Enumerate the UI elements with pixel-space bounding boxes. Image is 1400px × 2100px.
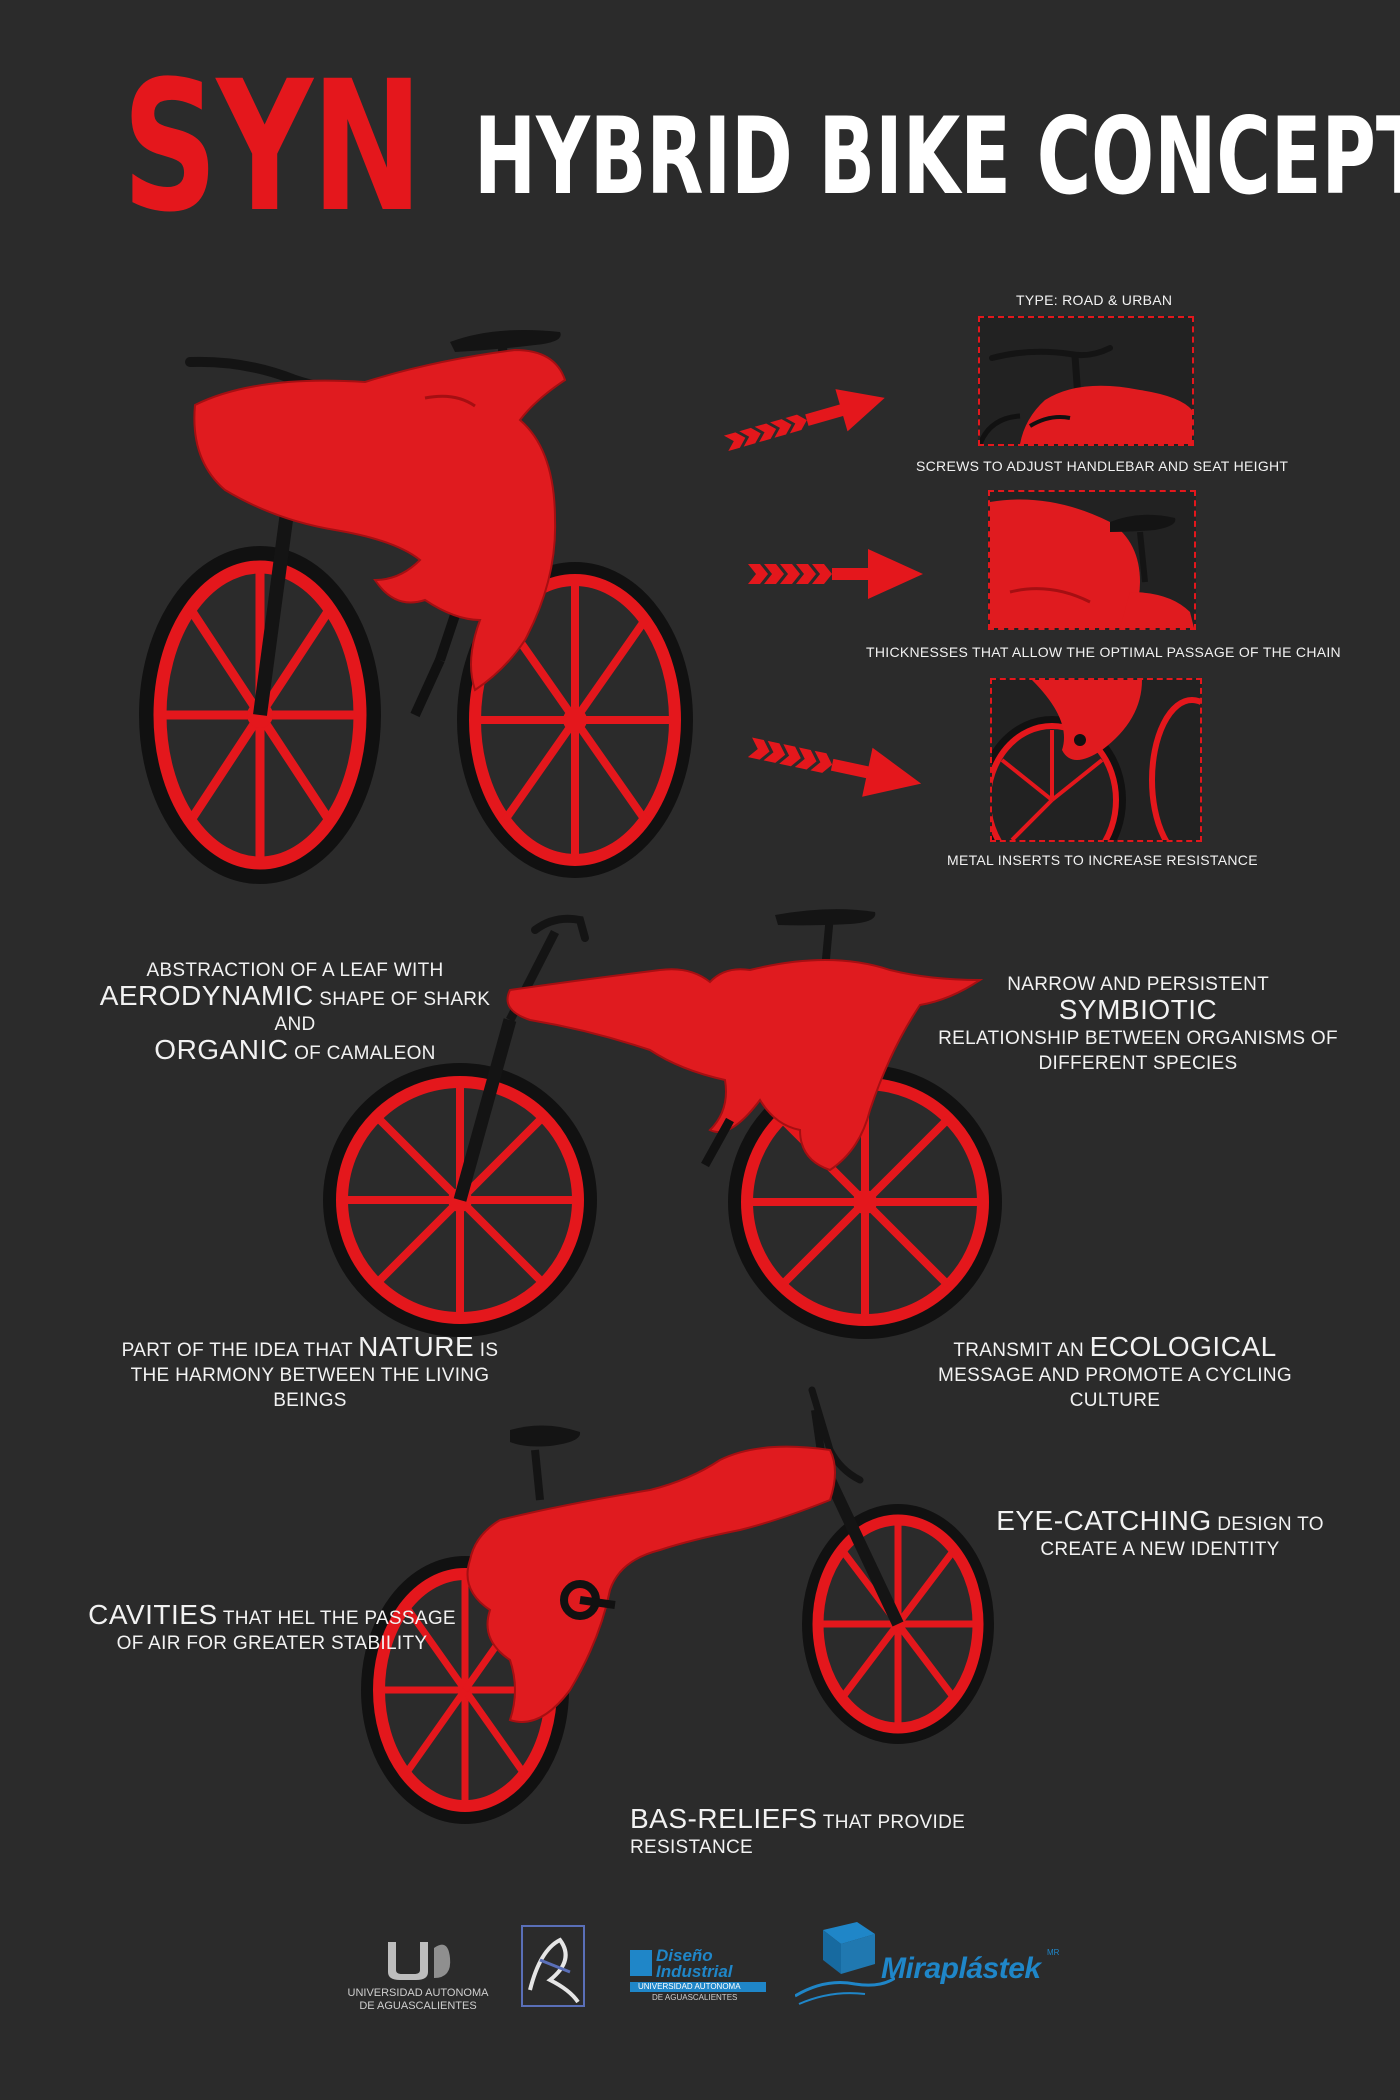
inserts-detail-illustration <box>992 680 1200 840</box>
page-title: HYBRID BIKE CONCEPT <box>474 95 1400 218</box>
note-ecological: TRANSMIT AN ECOLOGICAL MESSAGE AND PROMO… <box>938 1331 1292 1412</box>
brand-title: SYN <box>122 43 423 252</box>
front-wheel-3 <box>802 1504 994 1744</box>
detail-box-inserts <box>990 678 1202 842</box>
miraplastek-hand-icon <box>795 1922 895 2005</box>
handlebar-detail-illustration <box>980 345 1192 444</box>
uaa-text-1: UNIVERSIDAD AUTONOMA <box>347 1987 489 1999</box>
note-bas-reliefs: BAS-RELIEFS THAT PROVIDE RESISTANCE <box>630 1803 966 1859</box>
bike-illustration-front <box>139 329 693 884</box>
crank <box>410 598 465 718</box>
arrow-2 <box>748 549 923 599</box>
front-wheel-2 <box>323 1063 597 1337</box>
di-mark-icon <box>630 1950 652 1976</box>
logo-miraplastek: Miraplástek MR <box>795 1918 1075 2008</box>
detail-caption-2: THICKNESSES THAT ALLOW THE OPTIMAL PASSA… <box>866 644 1341 660</box>
detail-caption-1: SCREWS TO ADJUST HANDLEBAR AND SEAT HEIG… <box>916 458 1289 474</box>
shark-frame-2 <box>506 959 984 1172</box>
design-emblem-icon <box>521 1925 585 2007</box>
miraplastek-name: Miraplástek <box>881 1952 1041 1985</box>
note-nature: PART OF THE IDEA THAT NATURE IS THE HARM… <box>121 1331 499 1412</box>
arrow-1 <box>723 389 885 452</box>
shark-frame-3 <box>466 1445 836 1723</box>
note-cavities: CAVITIES THAT HEL THE PASSAGE OF AIR FOR… <box>88 1599 456 1655</box>
bike-illustration-side <box>323 909 1002 1339</box>
logo-diseno-industrial: Diseño Industrial UNIVERSIDAD AUTONOMA D… <box>630 1946 770 2010</box>
type-label: TYPE: ROAD & URBAN <box>1016 292 1173 308</box>
di-sub-2: DE AGUASCALIENTES <box>652 1993 738 2002</box>
note-leaf: ABSTRACTION OF A LEAF WITH AERODYNAMIC S… <box>99 960 491 1065</box>
arrow-3 <box>748 737 922 797</box>
bike-illustration-rear <box>361 1386 994 1824</box>
shark-frame <box>193 348 567 692</box>
di-sub-1: UNIVERSIDAD AUTONOMA <box>638 1982 741 1991</box>
logo-uaa: UNIVERSIDAD AUTONOMA DE AGUASCALIENTES <box>338 1938 498 2012</box>
seat-3 <box>510 1425 581 1501</box>
miraplastek-mark: MR <box>1047 1948 1060 1957</box>
di-title-2: Industrial <box>656 1962 733 1981</box>
di-bar <box>630 1982 766 1992</box>
crank-3 <box>560 1580 616 1620</box>
di-title-1: Diseño <box>656 1946 713 1965</box>
note-eye-catching: EYE-CATCHING DESIGN TO CREATE A NEW IDEN… <box>996 1505 1324 1561</box>
detail-caption-3: METAL INSERTS TO INCREASE RESISTANCE <box>947 852 1258 868</box>
seat-detail-illustration <box>990 499 1194 628</box>
uaa-text-2: DE AGUASCALIENTES <box>359 2000 477 2012</box>
detail-box-handlebar <box>978 316 1194 446</box>
logo-design-center <box>520 1920 586 2010</box>
uaa-emblem-icon <box>388 1942 451 1980</box>
crank-2 <box>701 1117 734 1168</box>
front-wheel <box>139 546 381 884</box>
note-symbiotic: NARROW AND PERSISTENT SYMBIOTIC RELATION… <box>938 974 1338 1074</box>
detail-box-seat <box>988 490 1196 630</box>
rear-wheel <box>457 562 693 878</box>
